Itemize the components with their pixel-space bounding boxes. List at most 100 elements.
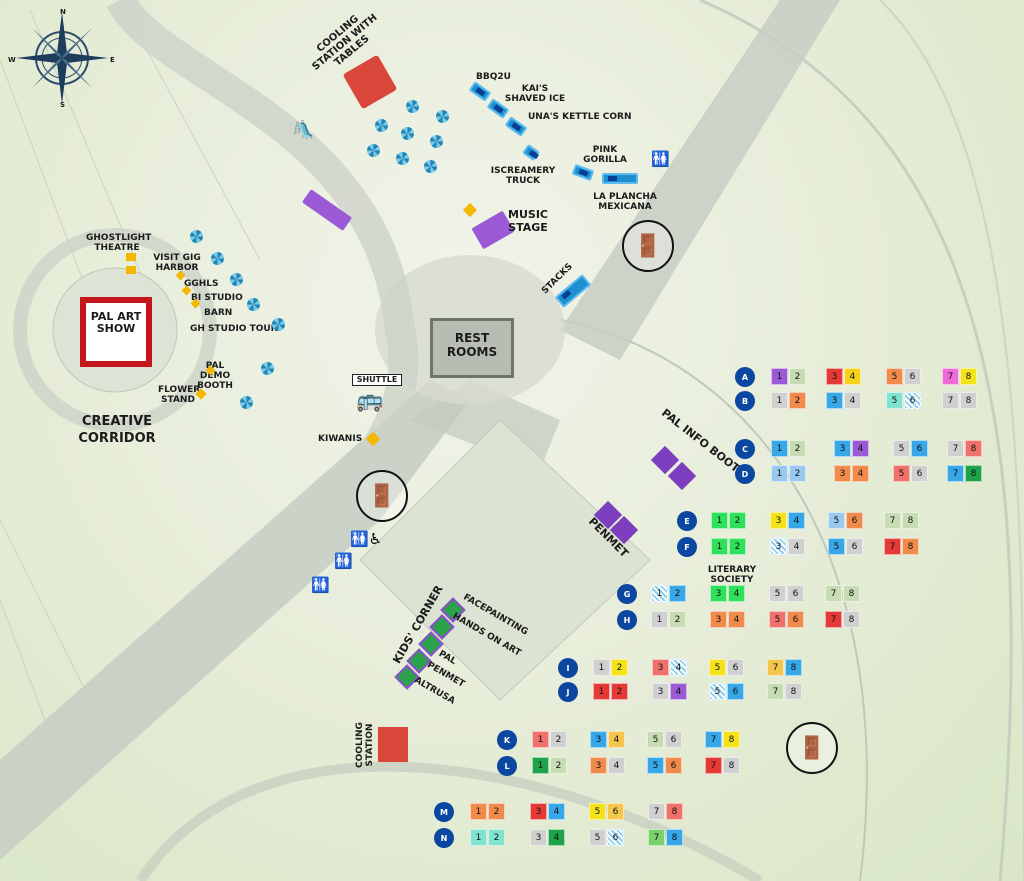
booth-l-3[interactable]: 3 — [590, 757, 607, 774]
booth-l-1[interactable]: 1 — [532, 757, 549, 774]
booth-e-1[interactable]: 1 — [711, 512, 728, 529]
booth-e-8[interactable]: 8 — [902, 512, 919, 529]
booth-i-2[interactable]: 2 — [611, 659, 628, 676]
booth-l-6[interactable]: 6 — [665, 757, 682, 774]
booth-k-2[interactable]: 2 — [550, 731, 567, 748]
booth-g-6[interactable]: 6 — [787, 585, 804, 602]
booth-m-7[interactable]: 7 — [648, 803, 665, 820]
booth-g-1[interactable]: 1 — [651, 585, 668, 602]
booth-m-4[interactable]: 4 — [548, 803, 565, 820]
booth-c-1[interactable]: 1 — [771, 440, 788, 457]
pal-art-show-marker[interactable] — [80, 297, 152, 367]
booth-b-8[interactable]: 8 — [960, 392, 977, 409]
food-truck-la-plancha[interactable] — [602, 173, 638, 184]
booth-l-7[interactable]: 7 — [705, 757, 722, 774]
booth-a-2[interactable]: 2 — [789, 368, 806, 385]
shuttle-bus-icon[interactable]: 🚌 — [356, 388, 384, 413]
booth-n-8[interactable]: 8 — [666, 829, 683, 846]
ghostlight-marker[interactable] — [126, 253, 136, 261]
booth-d-7[interactable]: 7 — [947, 465, 964, 482]
booth-i-3[interactable]: 3 — [652, 659, 669, 676]
booth-h-4[interactable]: 4 — [728, 611, 745, 628]
booth-d-5[interactable]: 5 — [893, 465, 910, 482]
booth-c-3[interactable]: 3 — [834, 440, 851, 457]
booth-a-5[interactable]: 5 — [886, 368, 903, 385]
booth-g-7[interactable]: 7 — [825, 585, 842, 602]
booth-f-2[interactable]: 2 — [729, 538, 746, 555]
booth-h-6[interactable]: 6 — [787, 611, 804, 628]
booth-n-4[interactable]: 4 — [548, 829, 565, 846]
booth-i-6[interactable]: 6 — [727, 659, 744, 676]
booth-j-6[interactable]: 6 — [727, 683, 744, 700]
booth-n-6[interactable]: 6 — [607, 829, 624, 846]
booth-a-8[interactable]: 8 — [960, 368, 977, 385]
booth-f-1[interactable]: 1 — [711, 538, 728, 555]
booth-h-5[interactable]: 5 — [769, 611, 786, 628]
ghostlight-marker[interactable] — [126, 266, 136, 274]
booth-d-2[interactable]: 2 — [789, 465, 806, 482]
booth-e-4[interactable]: 4 — [788, 512, 805, 529]
booth-f-7[interactable]: 7 — [884, 538, 901, 555]
booth-j-7[interactable]: 7 — [767, 683, 784, 700]
booth-g-8[interactable]: 8 — [843, 585, 860, 602]
booth-c-7[interactable]: 7 — [947, 440, 964, 457]
booth-j-4[interactable]: 4 — [670, 683, 687, 700]
booth-k-4[interactable]: 4 — [608, 731, 625, 748]
booth-j-1[interactable]: 1 — [593, 683, 610, 700]
booth-d-1[interactable]: 1 — [771, 465, 788, 482]
booth-e-2[interactable]: 2 — [729, 512, 746, 529]
booth-g-2[interactable]: 2 — [669, 585, 686, 602]
booth-n-1[interactable]: 1 — [470, 829, 487, 846]
booth-j-5[interactable]: 5 — [709, 683, 726, 700]
booth-n-5[interactable]: 5 — [589, 829, 606, 846]
booth-b-1[interactable]: 1 — [771, 392, 788, 409]
rest-rooms-building[interactable] — [430, 318, 514, 378]
booth-j-3[interactable]: 3 — [652, 683, 669, 700]
booth-i-1[interactable]: 1 — [593, 659, 610, 676]
booth-h-1[interactable]: 1 — [651, 611, 668, 628]
booth-d-6[interactable]: 6 — [911, 465, 928, 482]
booth-n-7[interactable]: 7 — [648, 829, 665, 846]
booth-j-8[interactable]: 8 — [785, 683, 802, 700]
booth-i-4[interactable]: 4 — [670, 659, 687, 676]
booth-f-3[interactable]: 3 — [770, 538, 787, 555]
booth-f-8[interactable]: 8 — [902, 538, 919, 555]
booth-m-1[interactable]: 1 — [470, 803, 487, 820]
booth-k-1[interactable]: 1 — [532, 731, 549, 748]
booth-b-6[interactable]: 6 — [904, 392, 921, 409]
booth-g-3[interactable]: 3 — [710, 585, 727, 602]
booth-l-4[interactable]: 4 — [608, 757, 625, 774]
booth-c-8[interactable]: 8 — [965, 440, 982, 457]
booth-b-2[interactable]: 2 — [789, 392, 806, 409]
booth-h-3[interactable]: 3 — [710, 611, 727, 628]
booth-b-3[interactable]: 3 — [826, 392, 843, 409]
booth-b-7[interactable]: 7 — [942, 392, 959, 409]
booth-m-8[interactable]: 8 — [666, 803, 683, 820]
booth-h-2[interactable]: 2 — [669, 611, 686, 628]
booth-a-1[interactable]: 1 — [771, 368, 788, 385]
booth-f-5[interactable]: 5 — [828, 538, 845, 555]
booth-c-5[interactable]: 5 — [893, 440, 910, 457]
booth-d-3[interactable]: 3 — [834, 465, 851, 482]
booth-b-4[interactable]: 4 — [844, 392, 861, 409]
booth-e-6[interactable]: 6 — [846, 512, 863, 529]
booth-k-8[interactable]: 8 — [723, 731, 740, 748]
booth-i-8[interactable]: 8 — [785, 659, 802, 676]
booth-l-2[interactable]: 2 — [550, 757, 567, 774]
booth-g-4[interactable]: 4 — [728, 585, 745, 602]
booth-i-7[interactable]: 7 — [767, 659, 784, 676]
booth-i-5[interactable]: 5 — [709, 659, 726, 676]
booth-a-7[interactable]: 7 — [942, 368, 959, 385]
booth-c-6[interactable]: 6 — [911, 440, 928, 457]
booth-g-5[interactable]: 5 — [769, 585, 786, 602]
booth-l-8[interactable]: 8 — [723, 757, 740, 774]
booth-f-6[interactable]: 6 — [846, 538, 863, 555]
exit-door-icon[interactable]: 🚪 — [786, 722, 838, 774]
booth-e-5[interactable]: 5 — [828, 512, 845, 529]
booth-n-3[interactable]: 3 — [530, 829, 547, 846]
booth-k-6[interactable]: 6 — [665, 731, 682, 748]
booth-m-3[interactable]: 3 — [530, 803, 547, 820]
booth-a-6[interactable]: 6 — [904, 368, 921, 385]
exit-door-icon[interactable]: 🚪 — [356, 470, 408, 522]
booth-n-2[interactable]: 2 — [488, 829, 505, 846]
